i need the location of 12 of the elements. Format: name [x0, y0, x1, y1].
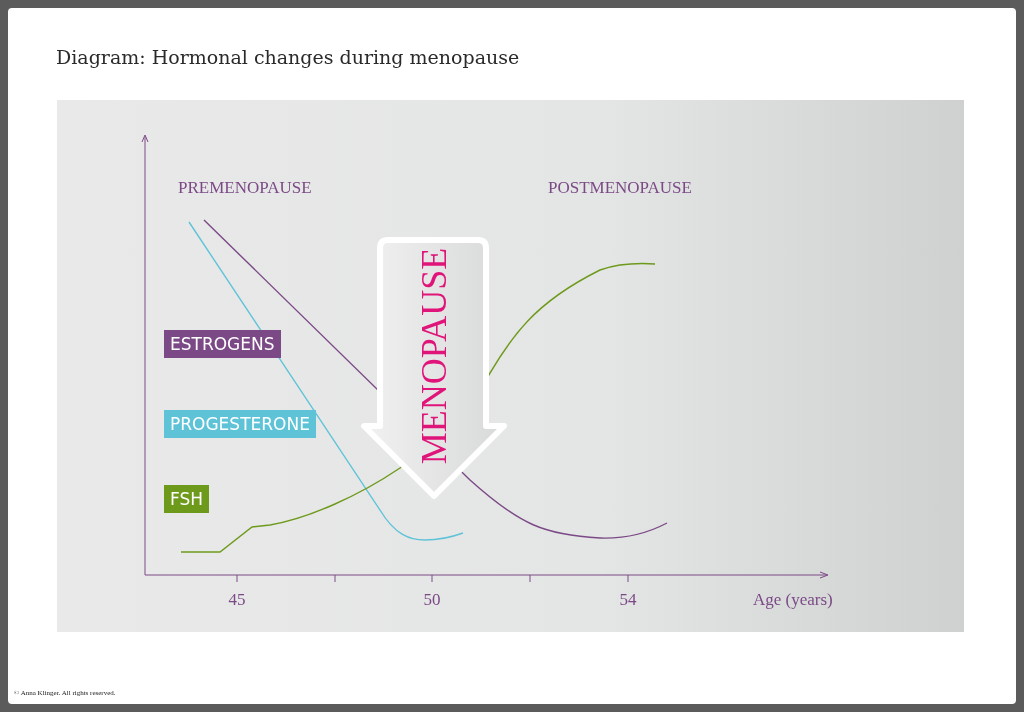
- legend-tag: FSH: [164, 485, 210, 513]
- legend-tag: PROGESTERONE: [164, 410, 316, 438]
- diagram-title: Diagram: Hormonal changes during menopause: [56, 46, 520, 68]
- axis-tick-label: 54: [619, 590, 637, 610]
- phase-label: POSTMENOPAUSE: [548, 178, 692, 198]
- axis-title: Age (years): [753, 590, 833, 610]
- axis-tick-label: 45: [228, 590, 246, 610]
- phase-label: PREMENOPAUSE: [178, 178, 312, 198]
- legend-tag: ESTROGENS: [164, 330, 281, 358]
- axis-tick-label: 50: [423, 590, 441, 610]
- down-arrow: [358, 236, 510, 502]
- phase-label: MENOPAUSE: [416, 247, 452, 465]
